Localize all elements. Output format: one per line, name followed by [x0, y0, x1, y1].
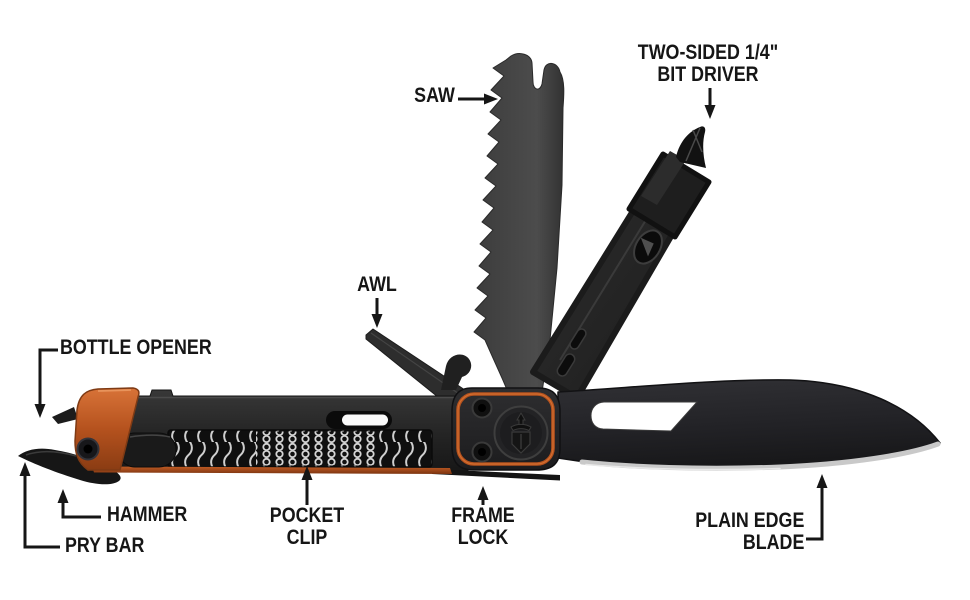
pivot-head-graphic: [451, 387, 561, 471]
callout-saw: SAW: [414, 85, 455, 107]
pry-bar-arrow: [19, 462, 60, 549]
brand-logo-icon: [493, 405, 549, 461]
callout-awl-label: AWL: [357, 273, 397, 296]
awl-graphic: [365, 328, 485, 417]
blade-edge-graphic: [579, 441, 941, 471]
saw-blade-graphic: [473, 53, 565, 393]
callout-hammer-label: HAMMER: [107, 503, 188, 526]
bit-driver-arrow: [704, 88, 716, 119]
callout-pocket-clip: POCKET CLIP: [248, 505, 367, 549]
callout-plain-edge-blade-line1: PLAIN EDGE: [694, 509, 804, 532]
callout-awl: AWL: [335, 274, 420, 296]
callout-connectors: [19, 88, 828, 549]
callout-pry-bar: PRY BAR: [65, 535, 144, 557]
bit-driver-graphic: [530, 126, 712, 401]
callout-pry-bar-label: PRY BAR: [65, 534, 145, 557]
callout-plain-edge-blade: PLAIN EDGE BLADE: [695, 510, 804, 554]
hammer-pry-tip-graphic: [18, 407, 121, 485]
handle-graphic: [74, 387, 560, 481]
hammer-arrow: [57, 489, 101, 519]
callout-frame-lock-line2: LOCK: [457, 526, 509, 549]
awl-arrow: [371, 298, 383, 328]
frame-lock-bar-graphic: [432, 469, 560, 481]
bottle-opener-arrow: [34, 348, 58, 418]
frame-lock-arrow: [477, 486, 489, 505]
pocket-clip-graphic: [92, 429, 452, 474]
pocket-clip-arrow: [301, 466, 313, 505]
callout-pocket-clip-line1: POCKET: [269, 504, 345, 527]
callout-bit-driver-line2: BIT DRIVER: [657, 63, 759, 86]
saw-arrow: [458, 93, 498, 105]
callout-bit-driver-line1: TWO-SIDED 1/4": [637, 41, 779, 64]
callout-frame-lock: FRAME LOCK: [424, 505, 543, 549]
callout-pocket-clip-line2: CLIP: [286, 526, 328, 549]
callout-hammer: HAMMER: [107, 504, 187, 526]
callout-bit-driver: TWO-SIDED 1/4" BIT DRIVER: [623, 42, 793, 86]
callout-frame-lock-line1: FRAME: [451, 504, 515, 527]
handle-scale-graphic: [74, 387, 140, 471]
callout-plain-edge-blade-line2: BLADE: [742, 531, 804, 554]
plain-edge-blade-arrow: [806, 474, 828, 541]
callout-saw-label: SAW: [414, 84, 455, 107]
phillips-bit-icon: [676, 126, 706, 168]
callout-bottle-opener: BOTTLE OPENER: [60, 337, 212, 359]
callout-bottle-opener-label: BOTTLE OPENER: [60, 336, 212, 359]
knife-blade-graphic: [557, 379, 941, 471]
